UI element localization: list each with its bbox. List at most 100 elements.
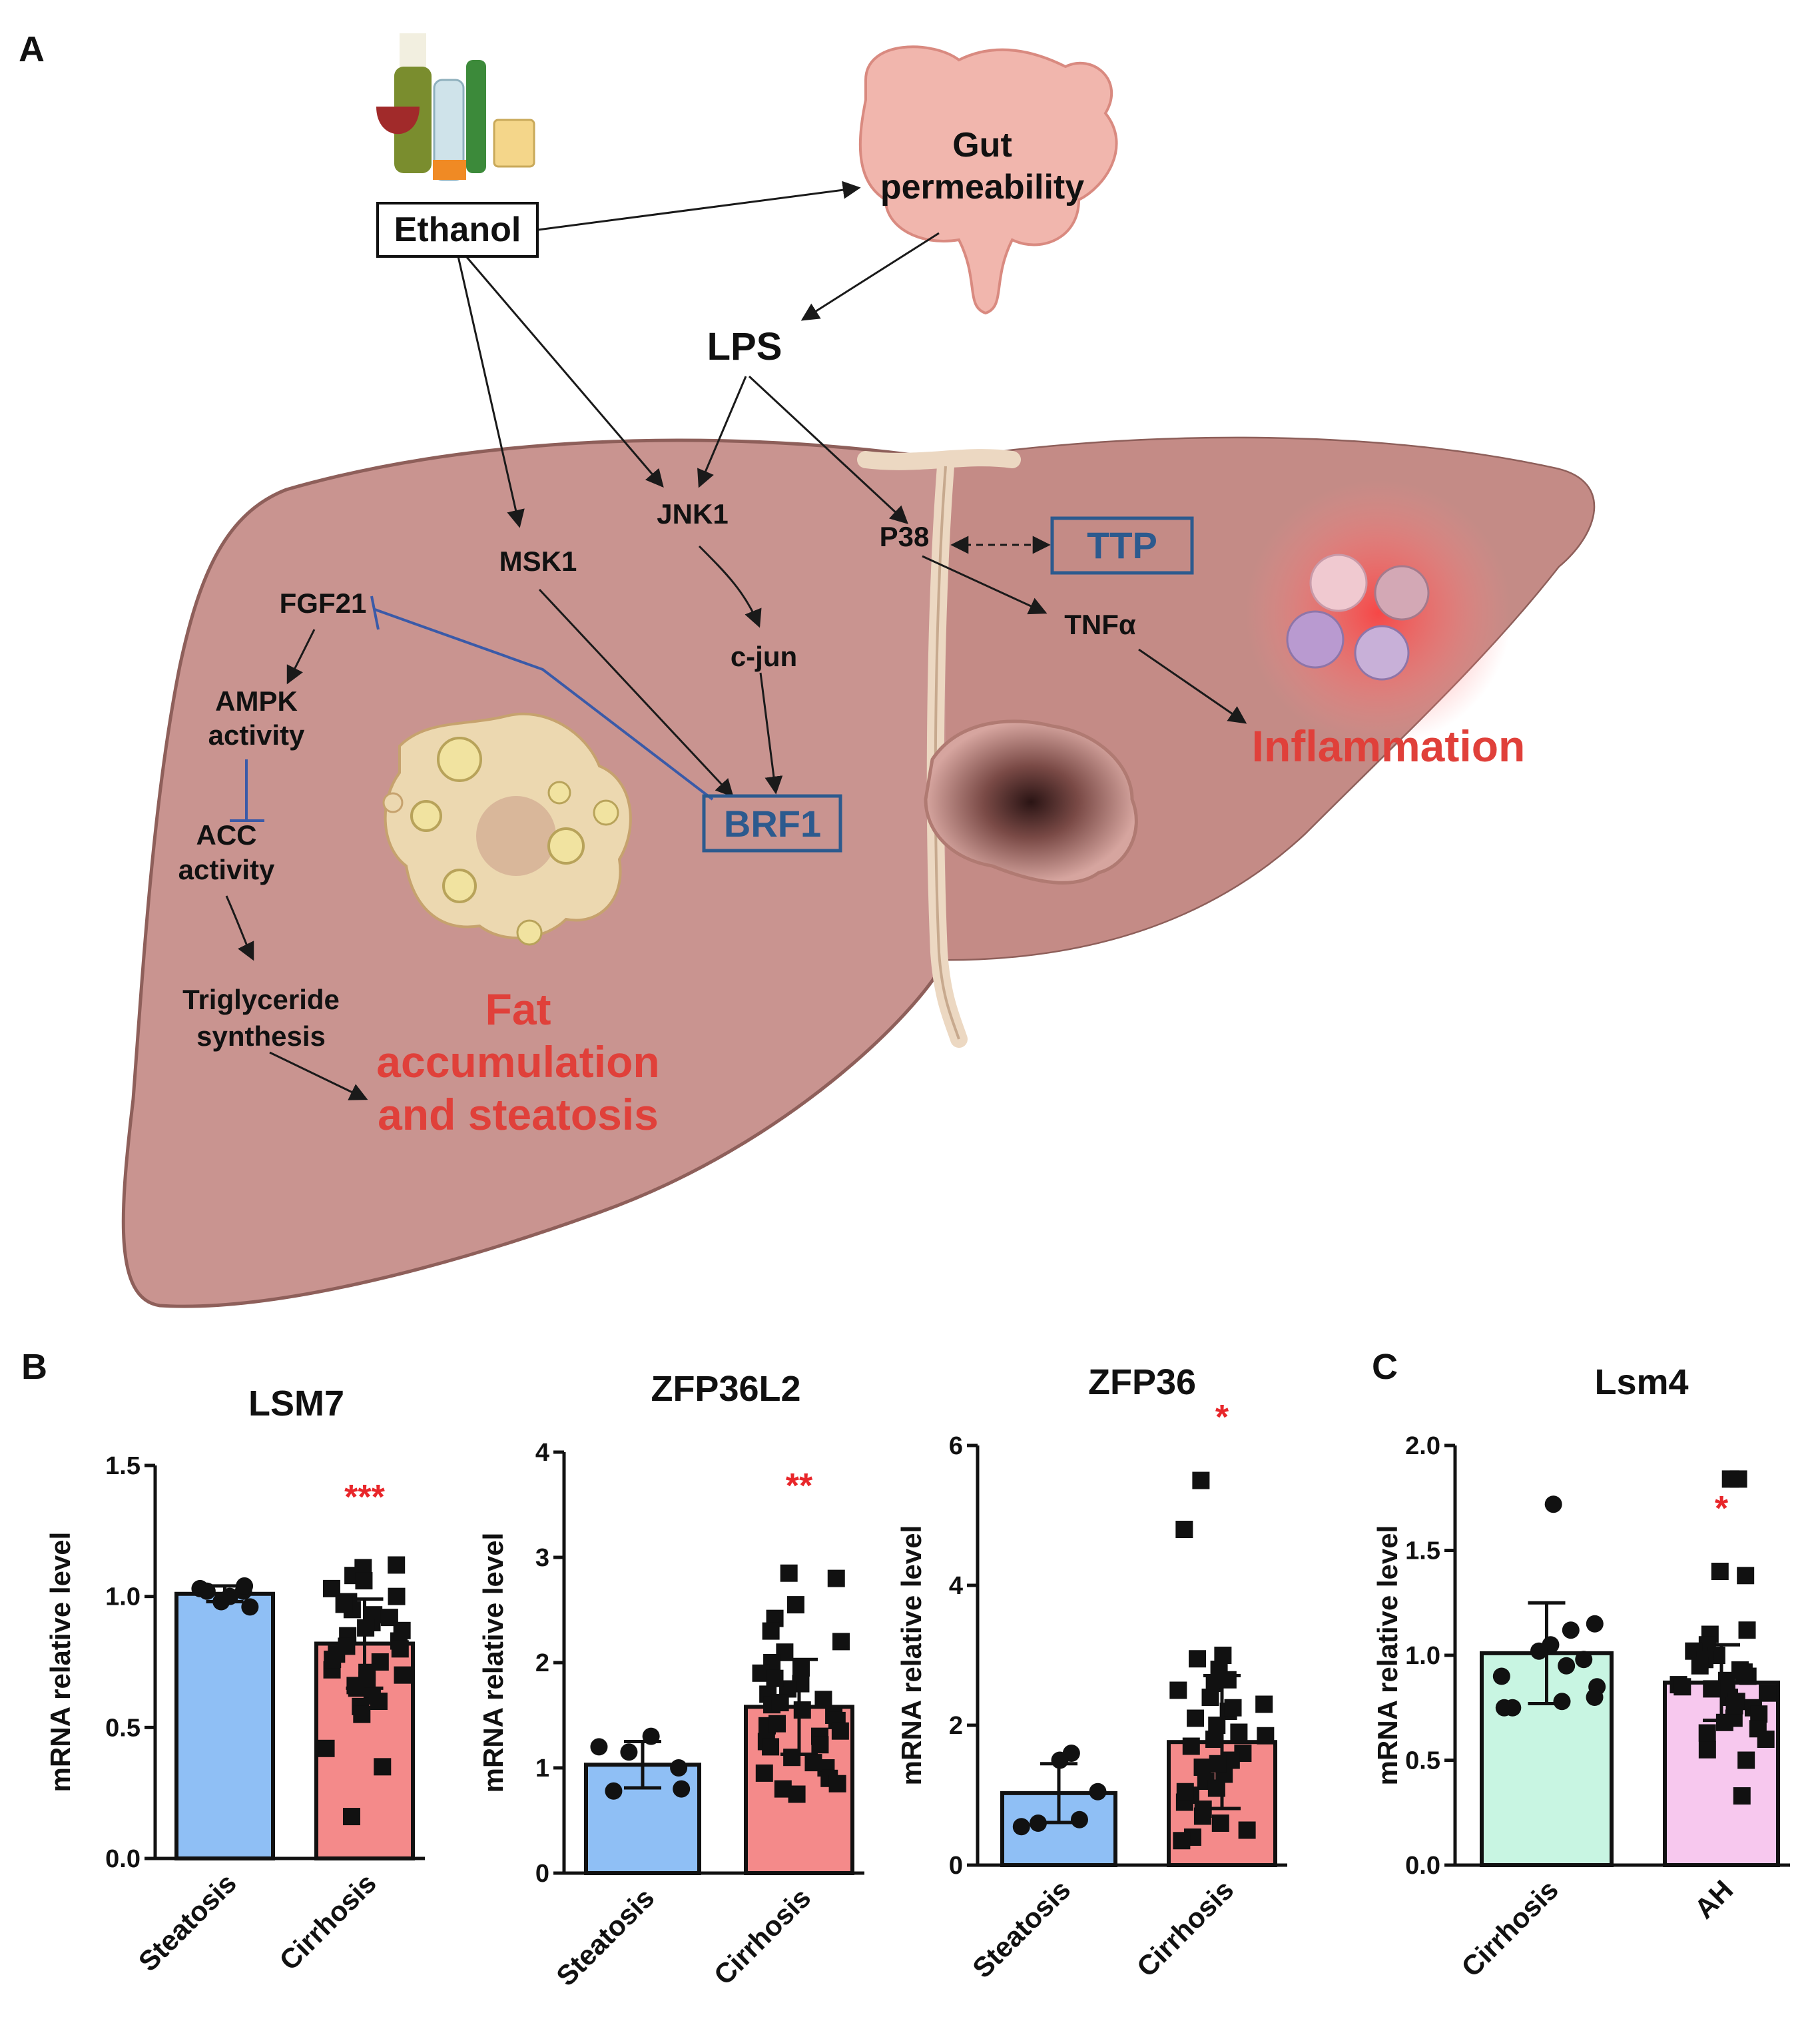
ethanol-label: Ethanol xyxy=(394,210,521,249)
data-point xyxy=(1219,1671,1237,1689)
data-point xyxy=(1224,1699,1242,1717)
data-point xyxy=(1169,1681,1187,1699)
triglyceride-line2: synthesis xyxy=(196,1020,326,1052)
data-point xyxy=(1230,1723,1248,1741)
data-point xyxy=(642,1727,660,1745)
data-point xyxy=(766,1669,784,1687)
data-point xyxy=(1691,1657,1709,1675)
data-point xyxy=(1238,1821,1256,1839)
data-point xyxy=(322,1579,340,1597)
pathway-arrows xyxy=(225,181,1247,1100)
panel-b-letter: B xyxy=(21,1347,47,1387)
data-point xyxy=(1703,1680,1721,1698)
data-point xyxy=(1737,1567,1755,1585)
data-point xyxy=(1029,1815,1047,1832)
panel-c-letter: C xyxy=(1372,1347,1398,1387)
data-point xyxy=(1575,1651,1593,1669)
data-point xyxy=(792,1659,810,1677)
data-point xyxy=(1729,1470,1747,1488)
significance-star: * xyxy=(1715,1489,1729,1528)
category-label: Cirrhosis xyxy=(273,1867,382,1976)
data-point xyxy=(241,1598,259,1616)
gut-permeability-line2: permeability xyxy=(880,168,1084,206)
data-point xyxy=(783,1749,801,1767)
y-tick-label: 0 xyxy=(535,1860,549,1888)
data-point xyxy=(212,1593,230,1611)
y-tick-label: 2.0 xyxy=(1405,1432,1440,1460)
bar-steatosis xyxy=(174,1591,275,1861)
data-point xyxy=(1193,1807,1211,1825)
y-tick-label: 0.5 xyxy=(1405,1747,1440,1775)
alcohol-bottles-icon xyxy=(376,33,535,181)
data-point xyxy=(786,1596,804,1614)
ethanol-box xyxy=(376,202,539,258)
data-point xyxy=(1211,1815,1229,1832)
data-point xyxy=(788,1785,806,1803)
data-point xyxy=(1209,1755,1227,1773)
data-point xyxy=(1759,1684,1777,1702)
data-point xyxy=(394,1666,412,1684)
data-point xyxy=(828,1775,846,1793)
data-point xyxy=(1711,1563,1729,1580)
data-point xyxy=(1558,1657,1576,1675)
y-tick-label: 0.0 xyxy=(105,1845,141,1873)
data-point xyxy=(1089,1783,1107,1801)
data-point xyxy=(1492,1667,1510,1685)
data-point xyxy=(1733,1787,1751,1805)
y-tick-label: 1.0 xyxy=(1405,1642,1440,1670)
data-point xyxy=(1586,1689,1604,1706)
data-point xyxy=(605,1782,623,1800)
data-point xyxy=(762,1738,780,1756)
y-axis-label: mRNA relative level xyxy=(1372,1525,1403,1786)
data-point xyxy=(357,1619,375,1637)
data-point xyxy=(831,1722,849,1740)
data-point xyxy=(1504,1699,1522,1717)
data-point xyxy=(804,1754,822,1772)
brf1-box xyxy=(702,794,842,853)
data-point xyxy=(198,1582,216,1600)
y-axis-label: mRNA relative level xyxy=(477,1533,509,1793)
chart-title: ZFP36 xyxy=(1088,1362,1196,1402)
category-label: Cirrhosis xyxy=(1455,1874,1564,1983)
data-point xyxy=(1070,1811,1088,1828)
data-point xyxy=(1737,1751,1755,1769)
data-point xyxy=(1176,1783,1194,1801)
y-tick-label: 0.0 xyxy=(1405,1852,1440,1880)
acc-line2: activity xyxy=(178,854,275,885)
data-point xyxy=(793,1701,811,1719)
liver-illustration xyxy=(121,436,1596,1308)
data-point xyxy=(1201,1689,1219,1706)
ampk-line1: AMPK xyxy=(215,685,298,717)
jnk1-label: JNK1 xyxy=(657,498,728,530)
data-point xyxy=(1257,1727,1275,1745)
inflammation-label: Inflammation xyxy=(1252,721,1526,771)
data-point xyxy=(780,1564,798,1582)
inflammation-cells xyxy=(1245,480,1512,746)
acc-line1: ACC xyxy=(196,819,257,851)
data-point xyxy=(1544,1495,1562,1513)
data-point xyxy=(317,1739,335,1757)
data-point xyxy=(771,1694,789,1712)
data-point xyxy=(342,1808,360,1826)
data-point xyxy=(1189,1650,1207,1668)
tumor xyxy=(924,719,1138,885)
category-label: AH xyxy=(1688,1874,1739,1924)
data-point xyxy=(590,1738,608,1756)
data-point xyxy=(1205,1731,1223,1748)
data-point xyxy=(1012,1818,1030,1836)
category-label: Steatosis xyxy=(133,1867,242,1977)
data-point xyxy=(1698,1741,1716,1759)
data-point xyxy=(673,1780,691,1798)
fat-line3: and steatosis xyxy=(378,1090,659,1139)
y-tick-label: 6 xyxy=(949,1432,963,1460)
data-point xyxy=(1735,1663,1753,1681)
data-point xyxy=(755,1764,773,1782)
data-point xyxy=(236,1577,254,1595)
data-point xyxy=(1757,1731,1775,1748)
data-point xyxy=(391,1640,409,1658)
